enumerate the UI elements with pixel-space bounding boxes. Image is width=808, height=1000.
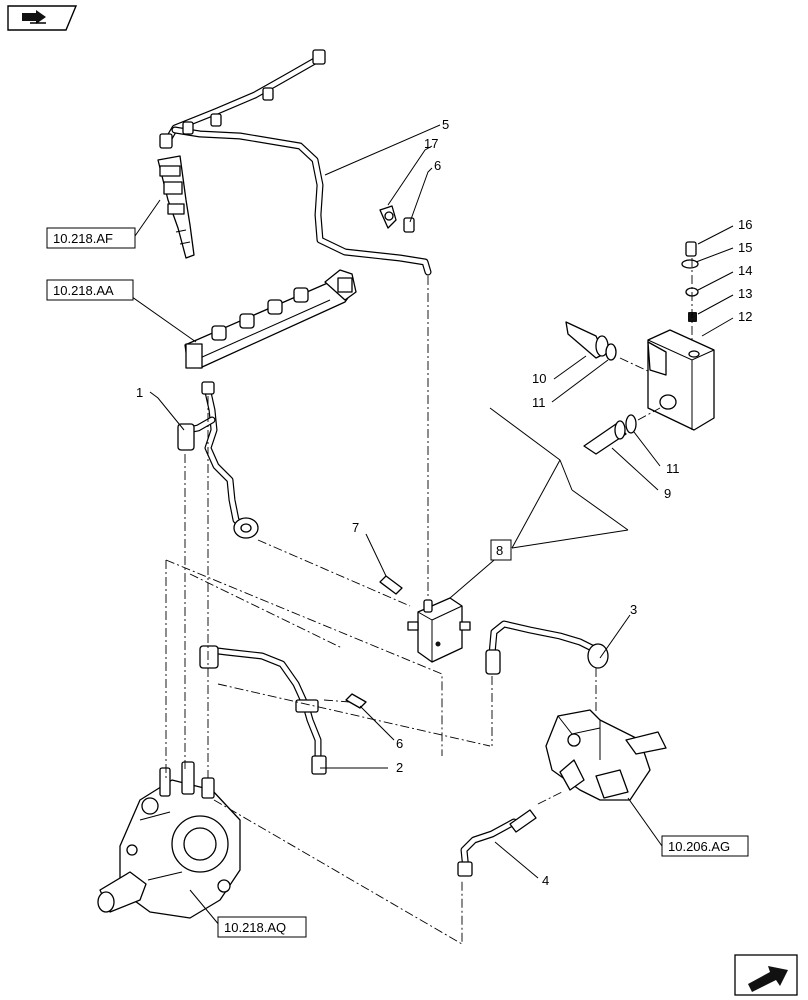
callout-11-lower: 11 xyxy=(666,461,680,476)
ref-link-rail[interactable]: 10.218.AA xyxy=(46,279,134,301)
clamp-bolt-6 xyxy=(345,693,367,709)
connection-lines xyxy=(165,258,693,945)
fuel-filter-head xyxy=(545,709,667,801)
callout-6-bottom: 6 xyxy=(396,736,403,751)
leak-off-pipe xyxy=(159,49,432,276)
fitting-9 xyxy=(583,420,627,455)
callout-4: 4 xyxy=(542,873,549,888)
callout-16: 16 xyxy=(738,217,752,232)
callout-8: 8 xyxy=(496,543,503,558)
ref-rail-text: 10.218.AA xyxy=(53,283,114,298)
callout-14: 14 xyxy=(738,263,752,278)
leader-lines xyxy=(124,124,734,927)
callout-11-upper: 11 xyxy=(532,395,546,410)
callout-12: 12 xyxy=(738,309,752,324)
fitting-10 xyxy=(565,321,609,359)
callout-6-top: 6 xyxy=(434,158,441,173)
callout-8-box: 8 xyxy=(490,539,512,561)
pipe-4 xyxy=(457,809,537,877)
bolt xyxy=(403,217,415,233)
bracket-clip xyxy=(379,205,397,229)
common-rail xyxy=(184,269,357,369)
rail-outlet xyxy=(211,287,309,341)
callout-15: 15 xyxy=(738,240,752,255)
book-with-arrow-icon[interactable] xyxy=(7,5,78,31)
callout-9: 9 xyxy=(664,486,671,501)
bolt-7 xyxy=(379,575,403,595)
callout-3: 3 xyxy=(630,602,637,617)
callout-1: 1 xyxy=(136,385,143,400)
fitting-16 xyxy=(685,241,697,257)
ref-link-filter[interactable]: 10.206.AG xyxy=(661,835,749,857)
pipe-2 xyxy=(199,645,327,775)
callout-2: 2 xyxy=(396,760,403,775)
high-pressure-pipe-1 xyxy=(177,381,259,539)
callout-5: 5 xyxy=(442,117,449,132)
valve-block xyxy=(407,597,471,663)
ref-pump-text: 10.218.AQ xyxy=(224,920,286,935)
housing-12 xyxy=(647,329,715,431)
callout-17: 17 xyxy=(424,136,438,151)
callout-13: 13 xyxy=(738,286,752,301)
o-ring-11-upper xyxy=(605,343,617,361)
callout-10: 10 xyxy=(532,371,546,386)
fuel-injector xyxy=(157,155,195,259)
callout-labels: 1 2 3 4 5 6 6 7 9 10 11 11 12 13 14 15 1… xyxy=(136,117,752,888)
callout-7: 7 xyxy=(352,520,359,535)
ref-link-injector[interactable]: 10.218.AF xyxy=(46,227,136,249)
next-page-arrow-icon[interactable] xyxy=(734,954,798,996)
pipe-3 xyxy=(485,620,609,675)
ref-link-pump[interactable]: 10.218.AQ xyxy=(217,916,307,938)
ref-injector-text: 10.218.AF xyxy=(53,231,113,246)
plug-13 xyxy=(688,312,697,322)
washer-15 xyxy=(681,259,699,269)
high-pressure-pump xyxy=(97,761,241,919)
ref-filter-text: 10.206.AG xyxy=(668,839,730,854)
o-ring-11-lower xyxy=(625,414,637,434)
